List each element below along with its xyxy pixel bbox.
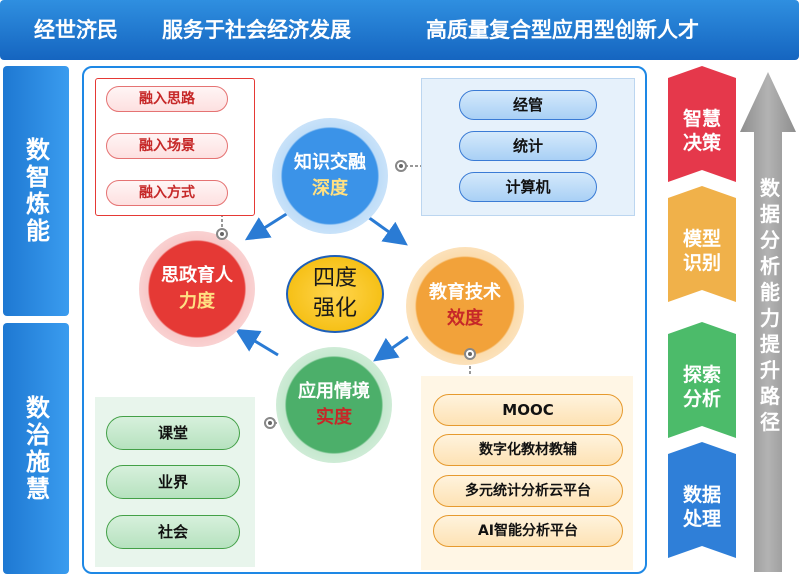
- tag-shape-process: [668, 442, 736, 558]
- knowledge-item: 经管: [459, 90, 597, 120]
- tag-process: 数据处理: [682, 484, 721, 530]
- connector-dot: [264, 417, 276, 429]
- tech-item: AI智能分析平台: [433, 515, 623, 547]
- connector-dot: [216, 228, 228, 240]
- upward-arrow: [740, 72, 796, 572]
- tag-shape-model: [668, 186, 736, 302]
- tech-item: 数字化教材教辅: [433, 434, 623, 466]
- scenario-item: 业界: [106, 465, 240, 499]
- knowledge-item: 计算机: [459, 172, 597, 202]
- left-panel-govern: 数治施慧: [3, 323, 69, 574]
- hub-knowledge: 知识交融 深度: [272, 118, 388, 234]
- tag-decision: 智慧决策: [682, 108, 721, 154]
- connector-dot: [395, 160, 407, 172]
- hub-arrows: [234, 211, 409, 362]
- scenario-item: 社会: [106, 515, 240, 549]
- scenario-item: 课堂: [106, 416, 240, 450]
- hub-scenario: 应用情境 实度: [276, 347, 392, 463]
- banner-text-3: 高质量复合型应用型创新人才: [426, 18, 699, 42]
- tag-model: 模型识别: [682, 228, 721, 274]
- top-banner: 经世济民 服务于社会经济发展 高质量复合型应用型创新人才: [0, 0, 799, 60]
- tag-shape-explore: [668, 322, 736, 438]
- tech-item: MOOC: [433, 394, 623, 426]
- banner-text-1: 经世济民: [34, 18, 118, 42]
- connector-dot: [464, 348, 476, 360]
- ideology-item: 融入思路: [106, 86, 228, 112]
- tag-explore: 探索分析: [682, 364, 721, 410]
- tag-shape-decision: [668, 66, 736, 182]
- hub-ideology: 思政育人 力度: [139, 231, 255, 347]
- tech-item: 多元统计分析云平台: [433, 475, 623, 507]
- hub-tech: 教育技术 效度: [406, 247, 524, 365]
- knowledge-item: 统计: [459, 131, 597, 161]
- ideology-item: 融入方式: [106, 180, 228, 206]
- ideology-item: 融入场景: [106, 133, 228, 159]
- center-ellipse: 四度 强化: [286, 255, 384, 333]
- banner-text-2: 服务于社会经济发展: [162, 18, 351, 42]
- right-tags-shapes: [668, 66, 736, 558]
- arrow-label: 数据分析能力提升路径: [760, 176, 780, 434]
- left-panel-refine: 数智炼能: [3, 66, 69, 316]
